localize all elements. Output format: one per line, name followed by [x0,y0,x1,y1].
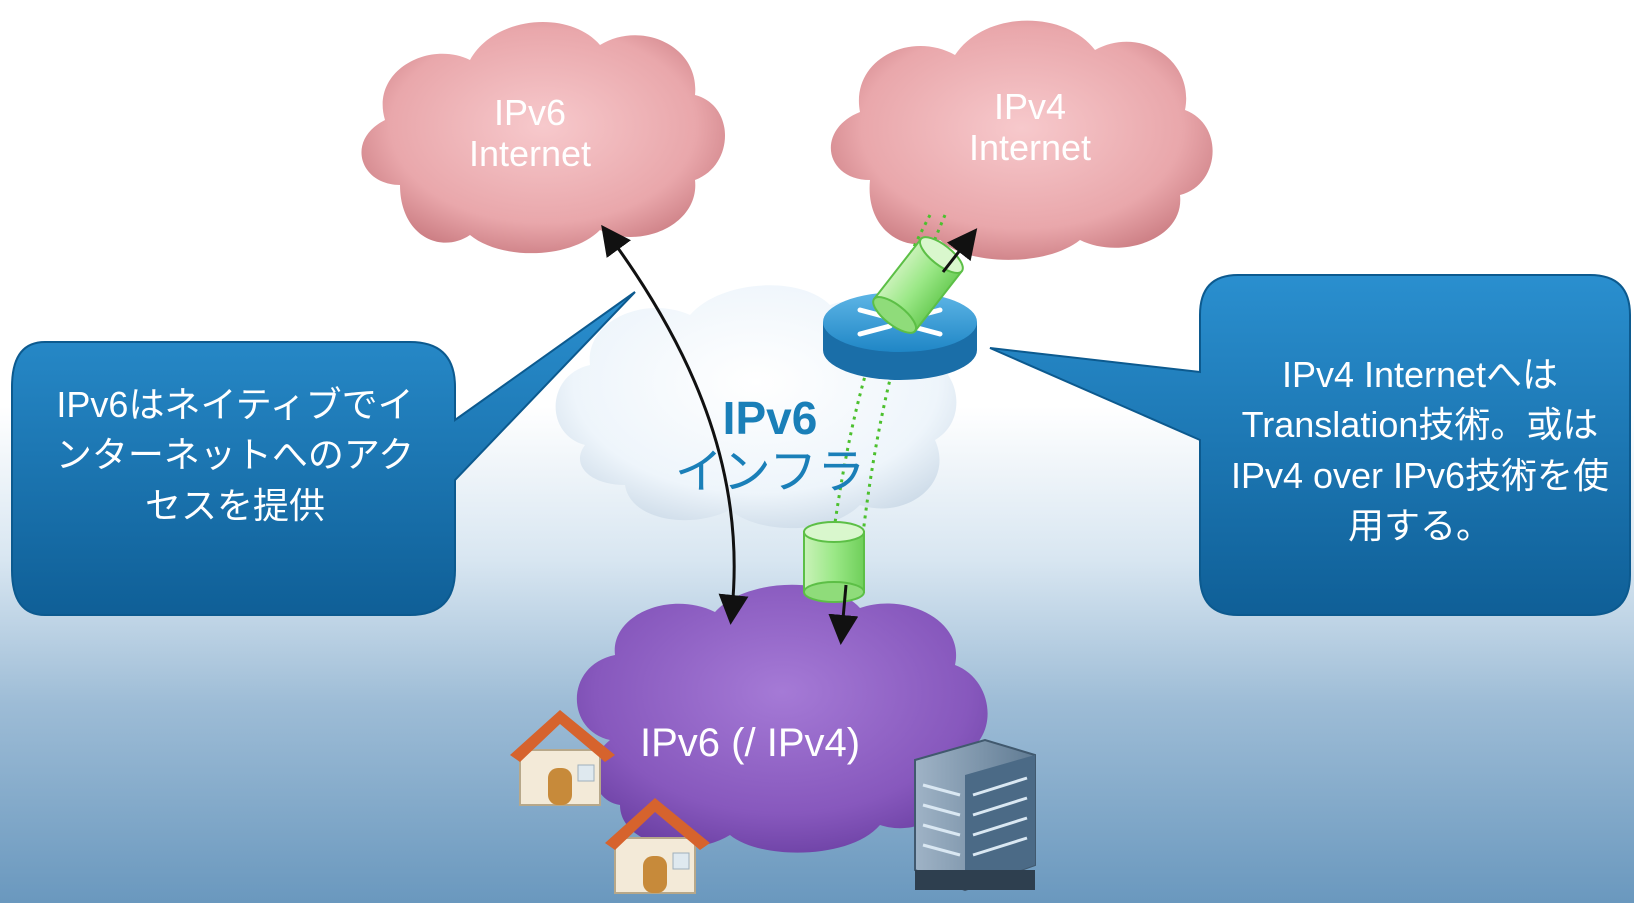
native-ipv6-arrow [601,224,749,625]
ipv6-infra-label-line1: IPv6 [722,392,818,444]
ipv4-internet-label: IPv4 Internet [930,86,1130,169]
enterprise-cloud [576,584,988,853]
ipv6-internet-cloud [361,22,725,254]
tunnel-icon [803,521,865,603]
callout-left-text: IPv6はネイティブでインターネットへのアクセスを提供 [55,384,415,526]
tunnel-exit-arrow [941,228,978,273]
ipv4-internet-label-line1: IPv4 [993,86,1067,127]
enterprise-network-label: IPv6 (/ IPv4) [640,721,861,765]
ipv6-internet-label: IPv6 Internet [430,92,630,175]
ipv6-infra-label: IPv6 インフラ [650,392,890,500]
tunnel-entry-arrow [828,584,859,645]
ipv6-internet-label-line2: Internet [468,133,592,175]
callout-right-bubble [989,274,1631,616]
ipv6-infra-label-line2: インフラ [674,445,866,499]
ipv4-internet-cloud [830,20,1213,260]
callout-left-bubble [11,291,636,616]
office-building-icon [914,738,1036,892]
ipv6-internet-label-line1: IPv6 [493,92,567,133]
house-icon [605,798,710,894]
callout-right-text: IPv4 Internetへは Translation技術。或はIPv4 ove… [1230,354,1610,547]
house-icon [510,710,615,806]
ipv4-internet-label-line2: Internet [968,127,1092,169]
